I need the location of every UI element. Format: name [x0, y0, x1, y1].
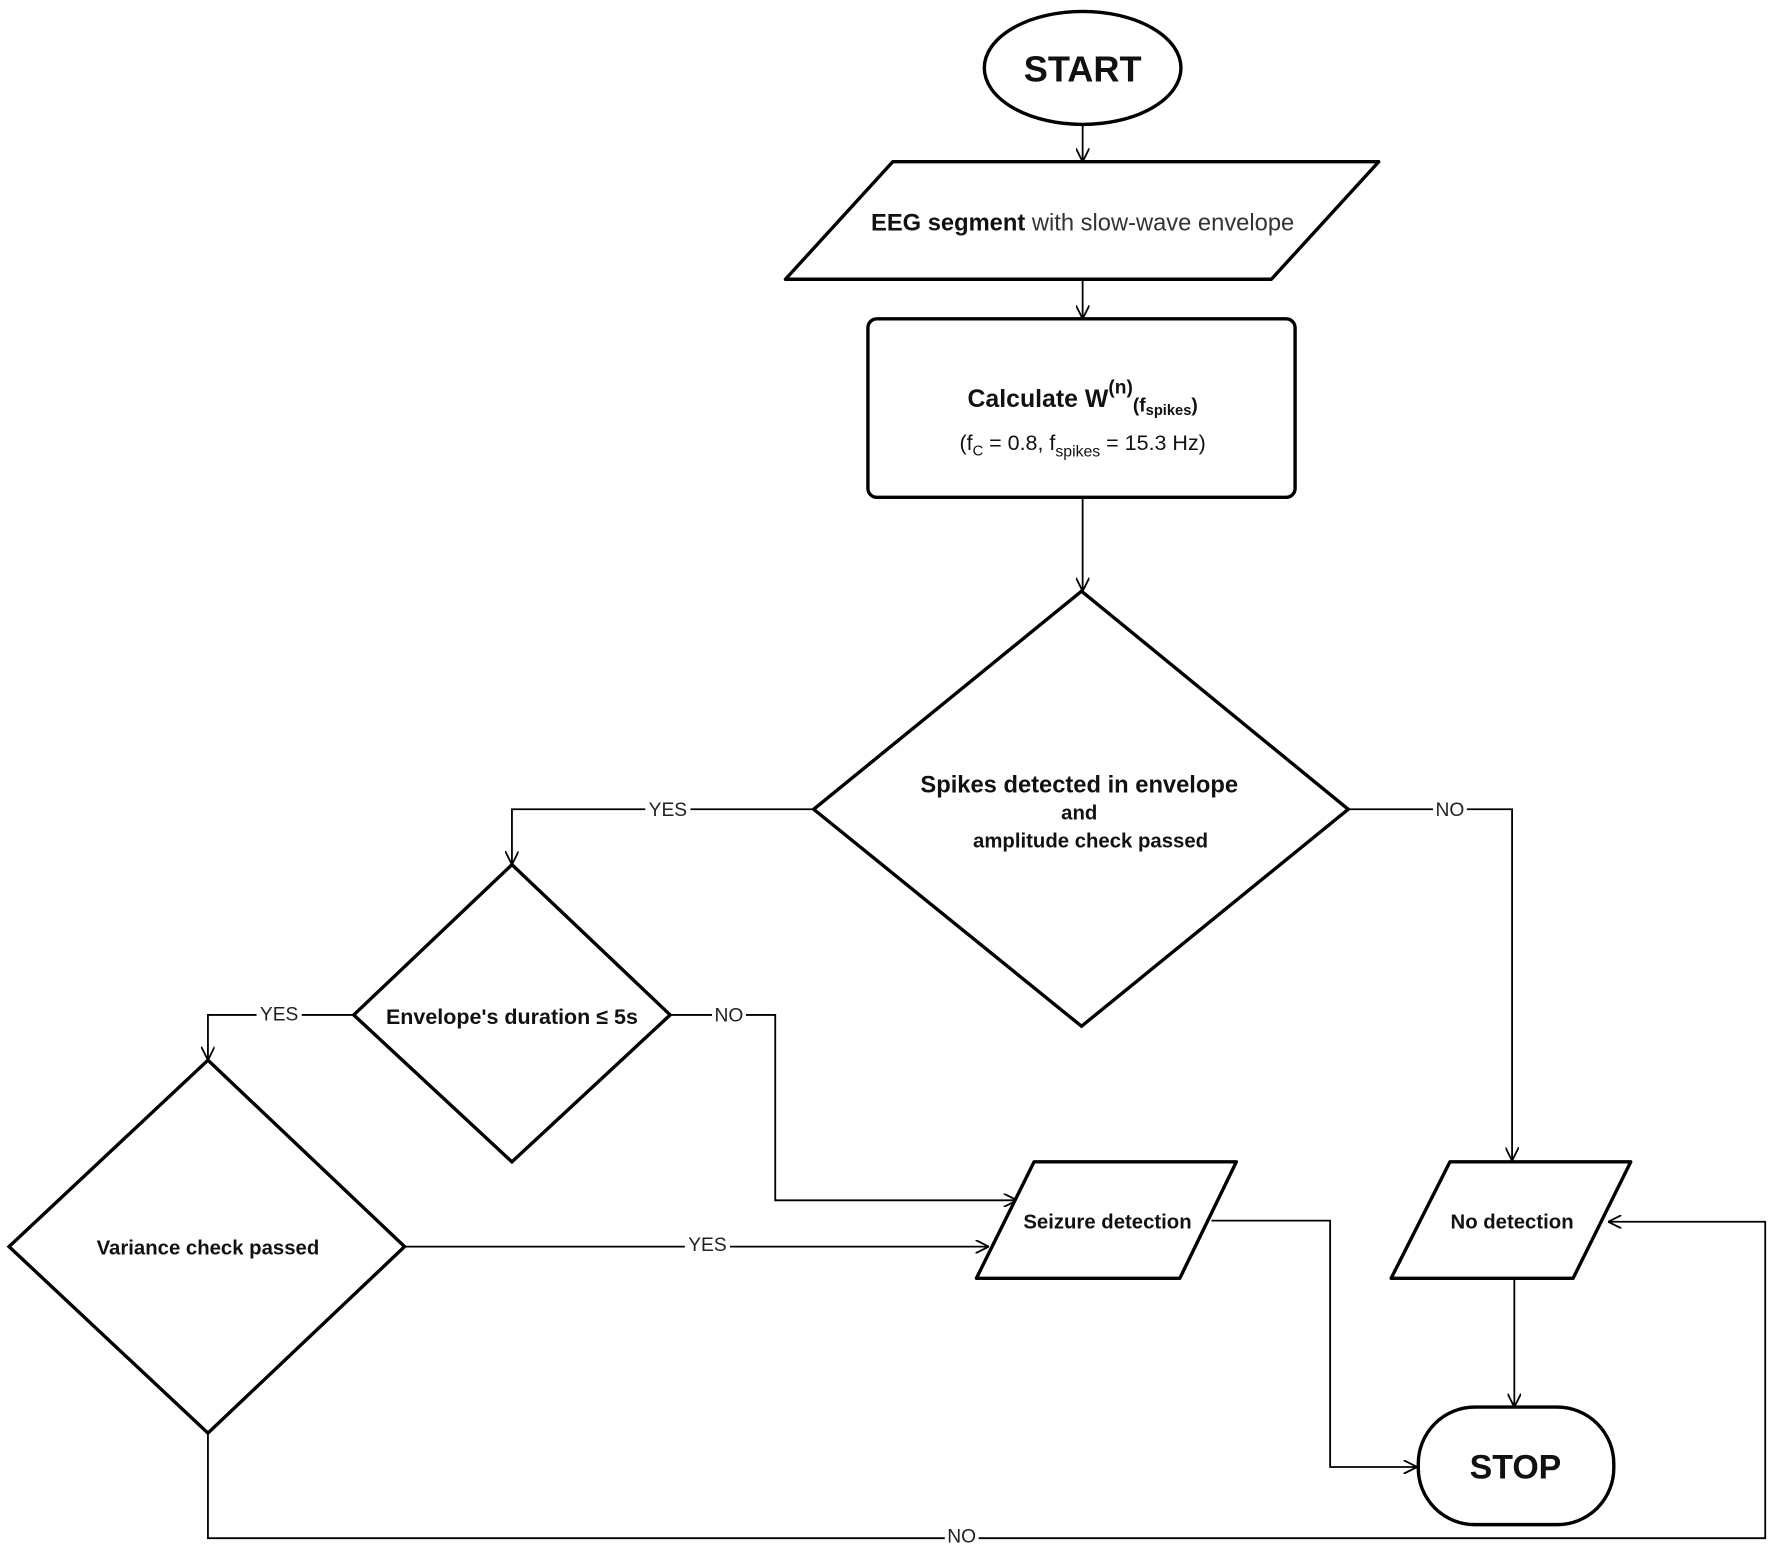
label-d3-yes: YES: [688, 1235, 726, 1256]
input-label-bold: EEG segment: [871, 211, 1025, 237]
input-node: EEG segment with slow-wave envelope: [783, 160, 1381, 281]
edge-d1-no: [1348, 808, 1512, 1159]
edge-d2-no: [670, 1014, 1016, 1200]
calc-params: (fC = 0.8, fspikes = 15.3 Hz): [959, 431, 1205, 461]
seizure-detection-node: Seizure detection: [974, 1160, 1239, 1280]
decision3-label: Variance check passed: [97, 1238, 320, 1260]
label-d2-yes: YES: [260, 1005, 298, 1026]
edge-d1-yes: [512, 808, 814, 863]
edge-d2-yes: [208, 1014, 354, 1059]
calc-sub: spikes: [1146, 403, 1192, 419]
start-node: START: [982, 9, 1183, 127]
calc-sub-close: ): [1191, 395, 1197, 416]
no-detection-node: No detection: [1389, 1160, 1633, 1280]
decision-duration: Envelope's duration ≤ 5s: [351, 862, 673, 1165]
input-label-rest: with slow-wave envelope: [1025, 211, 1294, 237]
decision-spikes: Spikes detected in envelope and amplitud…: [810, 588, 1351, 1029]
seizure-label: Seizure detection: [1023, 1212, 1191, 1234]
calculate-node: Calculate W(n)(fspikes) (fC = 0.8, fspik…: [866, 317, 1297, 500]
label-d1-yes: YES: [649, 800, 687, 821]
calc-title: Calculate W: [967, 385, 1108, 413]
edge-labels: YES NO YES NO YES NO: [256, 797, 1467, 1549]
decision2-label: Envelope's duration ≤ 5s: [386, 1005, 638, 1029]
decision1-line3: amplitude check passed: [973, 831, 1208, 853]
decision1-line1: Spikes detected in envelope: [920, 772, 1238, 798]
calc-title-text: Calculate W(n)(fspikes): [967, 377, 1197, 418]
label-d3-no: NO: [947, 1527, 976, 1548]
no-detection-label: No detection: [1451, 1212, 1574, 1234]
stop-node: STOP: [1416, 1405, 1616, 1527]
calc-sub-open: (f: [1133, 395, 1146, 416]
decision1-line2: and: [1061, 802, 1097, 824]
edge-seizure-stop: [1211, 1219, 1416, 1467]
input-label: EEG segment with slow-wave envelope: [871, 211, 1294, 237]
edge-d3-no: [207, 1222, 1767, 1540]
calc-sup: (n): [1108, 377, 1133, 398]
stop-label: STOP: [1470, 1448, 1562, 1486]
label-d2-no: NO: [715, 1006, 744, 1027]
decision-variance: Variance check passed: [6, 1057, 408, 1436]
start-label: START: [1024, 48, 1142, 89]
label-d1-no: NO: [1436, 800, 1465, 821]
